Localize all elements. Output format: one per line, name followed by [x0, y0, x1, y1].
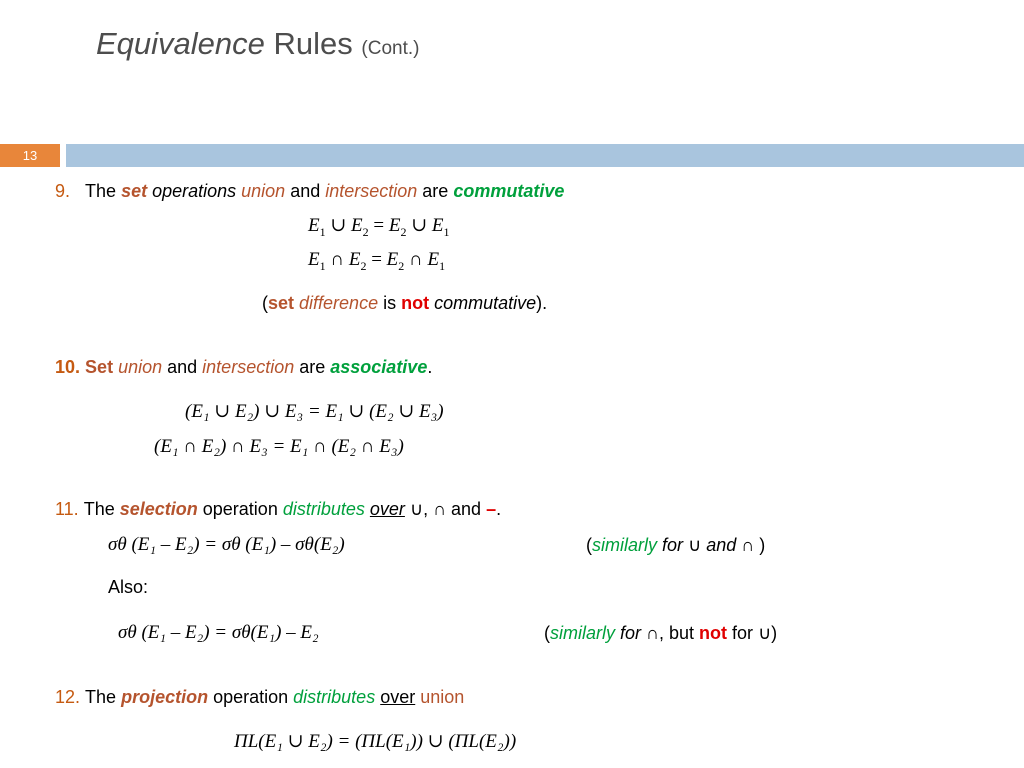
- rule-11-equation-1: σθ (E₁ – E₂) = σθ (E₁) – σθ(E₂): [108, 534, 345, 555]
- title-plain: Rules: [264, 26, 362, 61]
- page-title: Equivalence Rules (Cont.): [96, 26, 419, 62]
- text: and: [285, 181, 326, 201]
- rule-number: 11.: [55, 499, 79, 519]
- rule-12-equation: ΠL(E₁ ∪ E₂) = (ΠL(E₁)) ∪ (ΠL(E₂)): [234, 731, 517, 752]
- rule-10-equation-intersection: (E₁ ∩ E₂) ∩ E₃ = E₁ ∩ (E₂ ∩ E₃): [154, 436, 404, 457]
- rule-number: 10.: [55, 357, 81, 377]
- rule-12-heading: 12. The projection operation distributes…: [55, 687, 465, 707]
- rule-9-note: (set difference is not commutative).: [262, 293, 548, 313]
- title-italic: Equivalence: [96, 26, 265, 61]
- rule-10-heading: 10. Set union and intersection are assoc…: [55, 357, 433, 377]
- rule-11-note-2: (similarly for ∩, but not for ∪): [544, 623, 778, 643]
- rule-number: 9.: [55, 181, 71, 201]
- header-divider-bar: [66, 144, 1024, 167]
- rule-number: 12.: [55, 687, 81, 707]
- text: The: [85, 181, 122, 201]
- rule-9-heading: 9. The set operations union and intersec…: [55, 180, 564, 202]
- slide-number-badge: 13: [0, 144, 60, 167]
- keyword: set: [121, 181, 148, 201]
- keyword: union: [241, 181, 286, 201]
- rule-11-equation-2: σθ (E₁ – E₂) = σθ(E₁) – E₂: [118, 622, 319, 643]
- rule-9-equation-union: E1 ∪ E2 = E2 ∪ E1: [308, 215, 450, 239]
- title-cont: (Cont.): [361, 38, 420, 59]
- rule-9-equation-intersection: E1 ∩ E2 = E2 ∩ E1: [308, 249, 446, 273]
- rule-11-also-label: Also:: [108, 577, 149, 597]
- rule-10-equation-union: (E₁ ∪ E₂) ∪ E₃ = E₁ ∪ (E₂ ∪ E₃): [185, 401, 444, 422]
- keyword: intersection: [325, 181, 418, 201]
- text: operations: [147, 181, 242, 201]
- text: are: [417, 181, 454, 201]
- keyword: commutative: [453, 181, 565, 201]
- rule-11-note-1: (similarly for ∪ and ∩ ): [586, 535, 766, 555]
- rule-11-heading: 11. The selection operation distributes …: [55, 499, 502, 519]
